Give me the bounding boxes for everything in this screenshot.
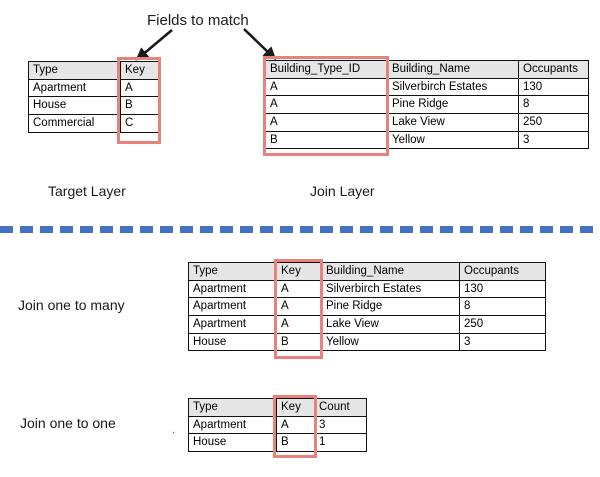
cell-key: A (120, 78, 160, 98)
cell-building-name: Lake View (321, 314, 460, 334)
column-header: Count (314, 398, 367, 417)
cell-occupants: 8 (459, 297, 546, 316)
table-row: House B (28, 96, 160, 115)
cell-key: B (120, 96, 160, 115)
table-row: Commercial C (28, 113, 160, 133)
column-header: Key (276, 262, 322, 281)
join-one-to-one-table: Type Key Count Apartment A 3 House B 1 (188, 398, 367, 452)
table-row: Apartment A 3 (188, 415, 367, 435)
cell-occupants: 3 (459, 332, 546, 352)
table-header-row: Building_Type_ID Building_Name Occupants (265, 60, 589, 79)
column-header: Occupants (459, 262, 546, 281)
join-one-to-many-label: Join one to many (18, 297, 125, 313)
cell-building-type-id: B (265, 130, 388, 150)
cell-type: House (28, 96, 121, 115)
section-divider (0, 226, 600, 236)
cell-occupants: 250 (459, 314, 546, 334)
table-header-row: Type Key (28, 61, 160, 80)
column-header: Key (276, 398, 315, 417)
column-header: Key (120, 61, 160, 80)
stray-dot: . (172, 424, 176, 436)
cell-type: Apartment (188, 297, 277, 316)
join-one-to-one-label: Join one to one (20, 415, 116, 431)
cell-type: Apartment (188, 279, 277, 299)
column-header: Building_Name (321, 262, 460, 281)
cell-building-name: Pine Ridge (387, 95, 519, 114)
cell-building-name: Silverbirch Estates (321, 279, 460, 299)
cell-building-type-id: A (265, 95, 388, 114)
cell-occupants: 8 (518, 95, 589, 114)
arrow-to-target-key-icon (135, 29, 173, 61)
fields-to-match-label: Fields to match (147, 12, 249, 29)
table-row: House B 1 (188, 433, 367, 452)
cell-count: 1 (314, 433, 367, 452)
cell-occupants: 130 (459, 279, 546, 299)
cell-type: House (188, 433, 277, 452)
table-row: A Lake View 250 (265, 112, 589, 132)
cell-building-name: Pine Ridge (321, 297, 460, 316)
cell-building-type-id: A (265, 77, 388, 97)
target-layer-label: Target Layer (48, 183, 126, 199)
cell-building-name: Silverbirch Estates (387, 77, 519, 97)
table-row: Apartment A Lake View 250 (188, 314, 546, 334)
cell-occupants: 250 (518, 112, 589, 132)
table-header-row: Type Key Building_Name Occupants (188, 262, 546, 281)
cell-key: A (276, 314, 322, 334)
table-row: Apartment A Silverbirch Estates 130 (188, 279, 546, 299)
target-layer-table: Type Key Apartment A House B Commercial … (28, 61, 160, 133)
cell-key: A (276, 297, 322, 316)
cell-key: A (276, 415, 315, 435)
arrow-to-join-key-icon (243, 28, 277, 61)
cell-type: House (188, 332, 277, 352)
column-header: Building_Name (387, 60, 519, 79)
cell-building-type-id: A (265, 112, 388, 132)
cell-building-name: Lake View (387, 112, 519, 132)
column-header: Type (188, 398, 277, 417)
cell-key: B (276, 332, 322, 352)
table-row: Apartment A Pine Ridge 8 (188, 297, 546, 316)
table-row: Apartment A (28, 78, 160, 98)
cell-key: C (120, 113, 160, 133)
cell-type: Apartment (28, 78, 121, 98)
cell-key: B (276, 433, 315, 452)
cell-key: A (276, 279, 322, 299)
table-header-row: Type Key Count (188, 398, 367, 417)
cell-building-name: Yellow (387, 130, 519, 150)
column-header: Building_Type_ID (265, 60, 388, 79)
cell-type: Apartment (188, 314, 277, 334)
cell-count: 3 (314, 415, 367, 435)
column-header: Type (28, 61, 121, 80)
table-row: A Silverbirch Estates 130 (265, 77, 589, 97)
divider-dashes (0, 226, 600, 233)
join-one-to-many-table: Type Key Building_Name Occupants Apartme… (188, 262, 546, 352)
cell-type: Commercial (28, 113, 121, 133)
cell-occupants: 130 (518, 77, 589, 97)
column-header: Occupants (518, 60, 589, 79)
table-row: B Yellow 3 (265, 130, 589, 150)
table-row: House B Yellow 3 (188, 332, 546, 352)
column-header: Type (188, 262, 277, 281)
join-layer-table: Building_Type_ID Building_Name Occupants… (265, 60, 589, 150)
join-layer-label: Join Layer (310, 183, 375, 199)
cell-occupants: 3 (518, 130, 589, 150)
cell-type: Apartment (188, 415, 277, 435)
table-row: A Pine Ridge 8 (265, 95, 589, 114)
cell-building-name: Yellow (321, 332, 460, 352)
